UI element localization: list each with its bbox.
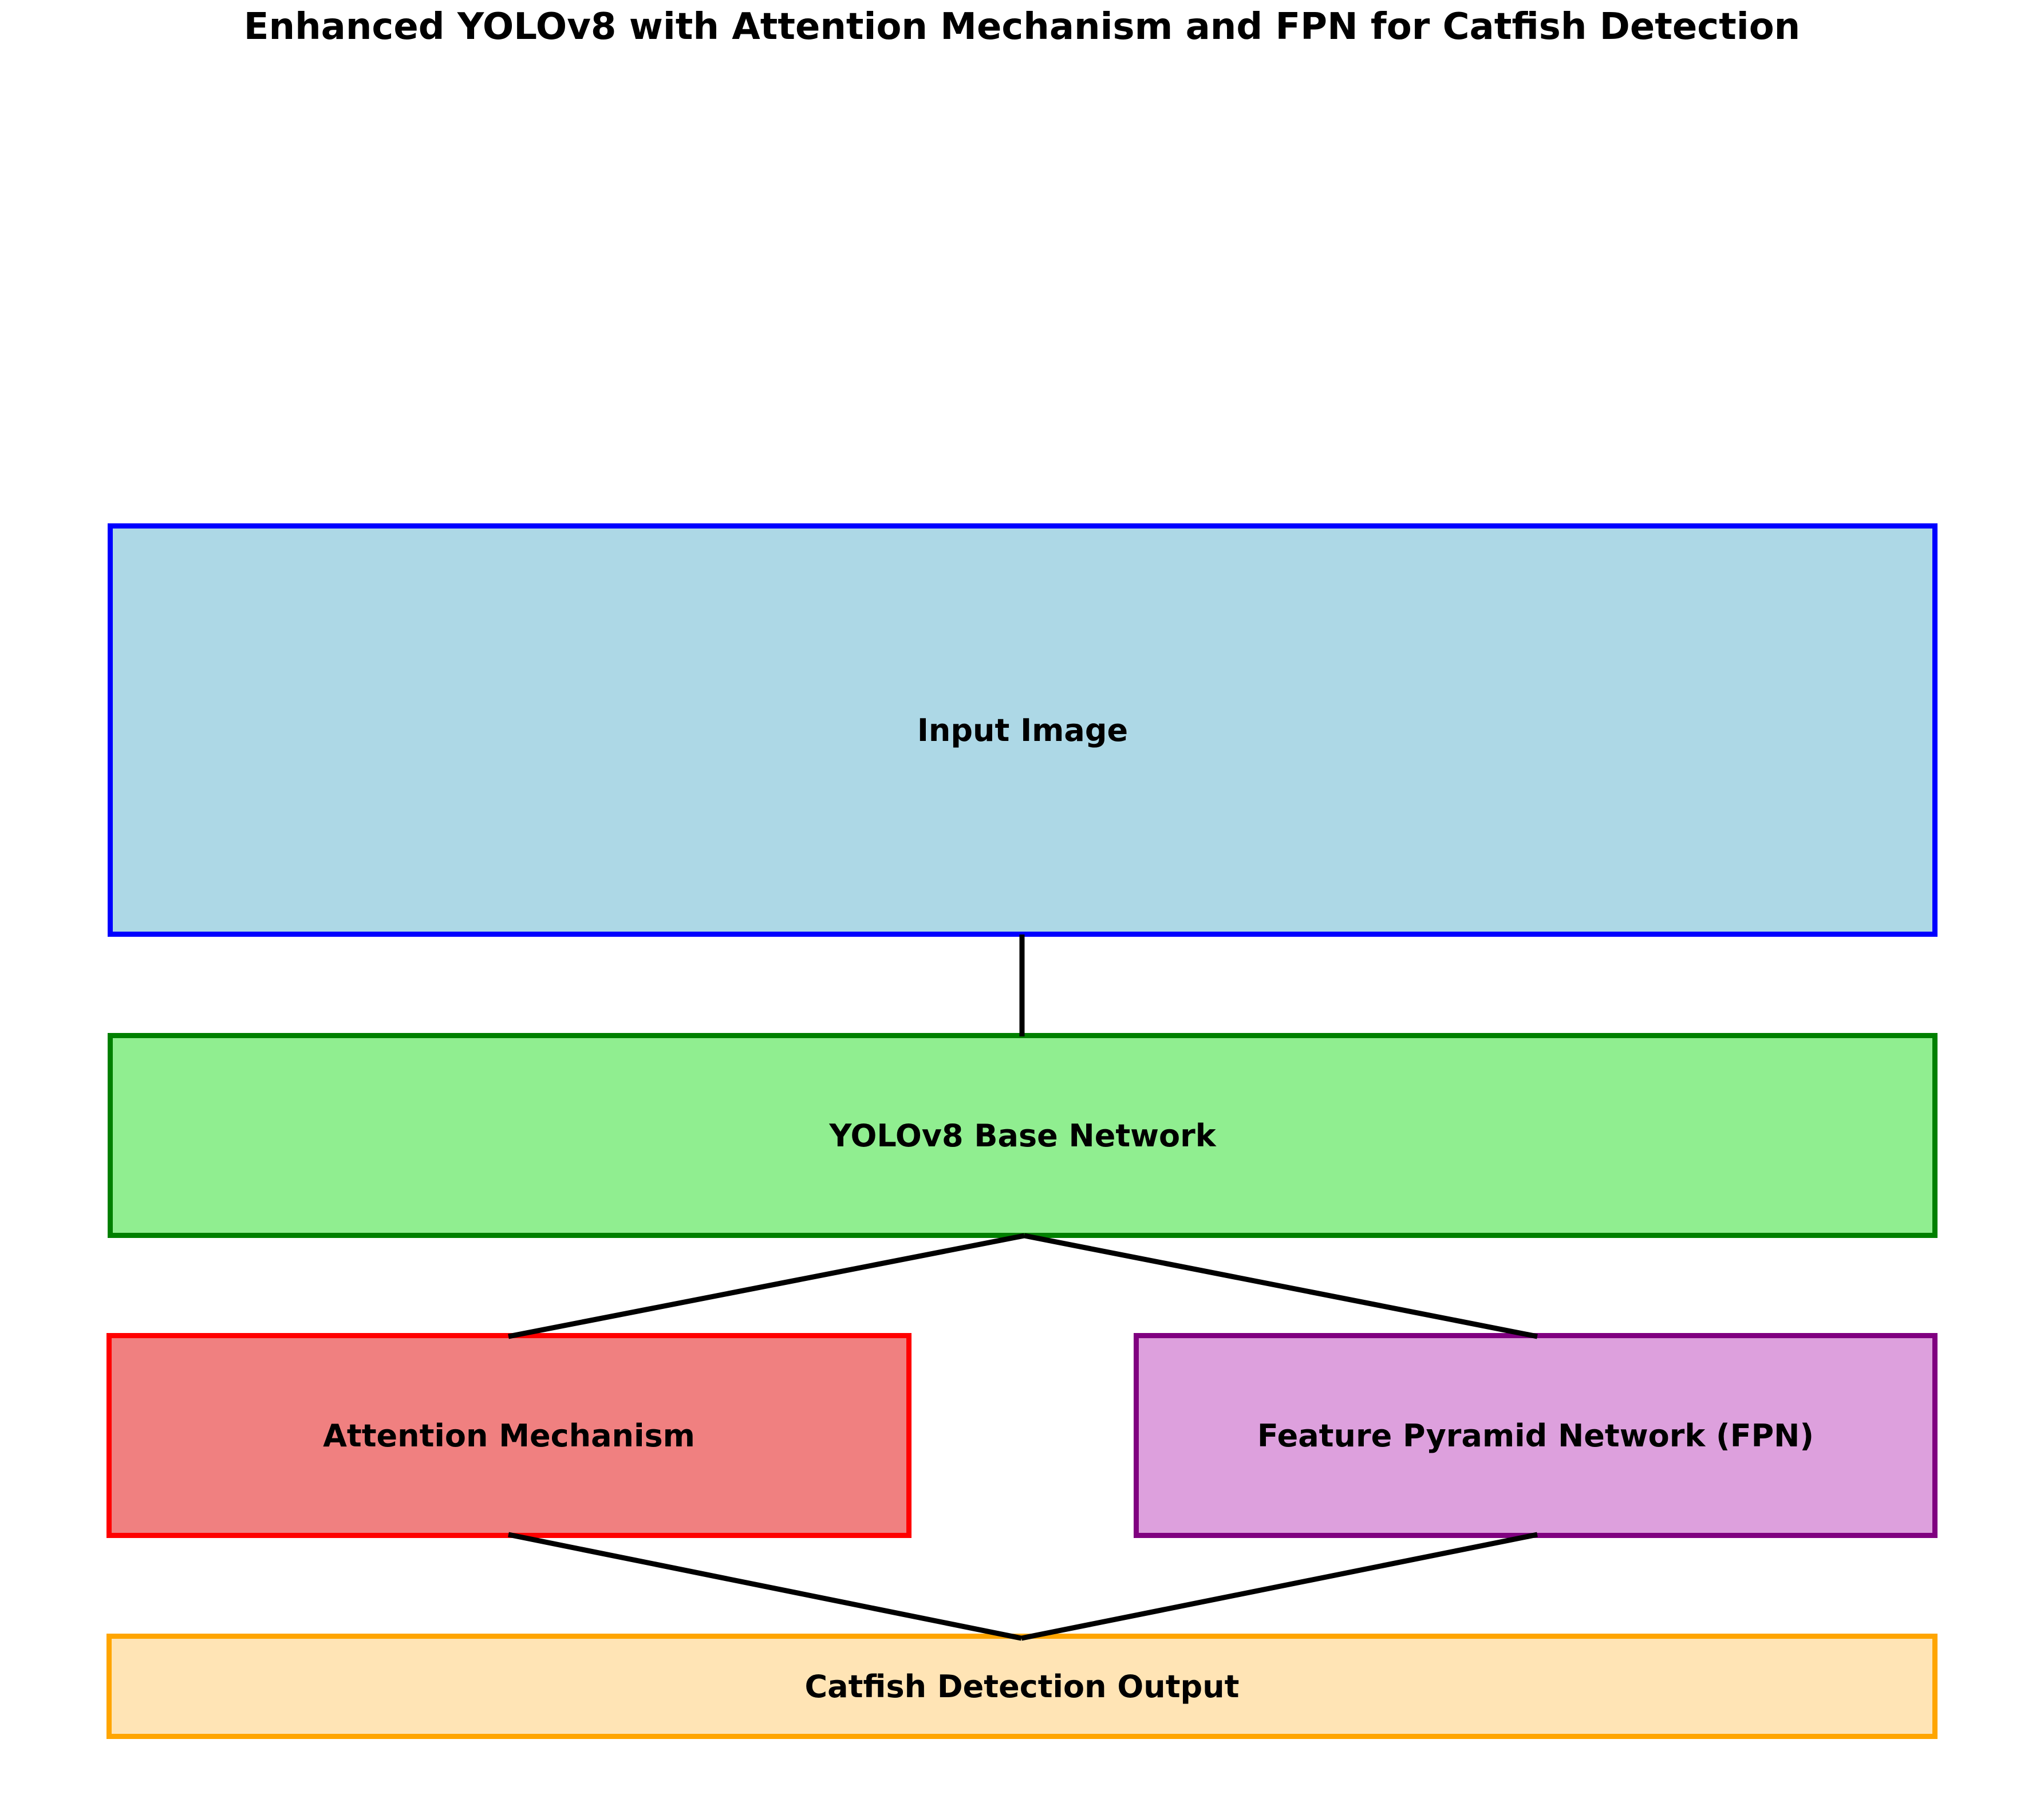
node-input-image: Input Image [108, 523, 1938, 937]
connector-attention-to-output [508, 1532, 1022, 1641]
node-label-catfish-detection-output: Catfish Detection Output [804, 1668, 1240, 1705]
connector-fpn-to-output [1021, 1532, 1538, 1641]
node-label-input-image: Input Image [917, 712, 1128, 748]
node-feature-pyramid-network: Feature Pyramid Network (FPN) [1134, 1333, 1938, 1538]
node-catfish-detection-output: Catfish Detection Output [106, 1634, 1938, 1739]
node-attention-mechanism: Attention Mechanism [106, 1333, 911, 1538]
connector-backbone-to-attention [508, 1233, 1025, 1339]
node-label-attention-mechanism: Attention Mechanism [323, 1417, 695, 1454]
node-label-feature-pyramid-network: Feature Pyramid Network (FPN) [1257, 1417, 1814, 1454]
node-yolov8-base-network: YOLOv8 Base Network [108, 1033, 1938, 1238]
connector-backbone-to-fpn [1024, 1233, 1538, 1339]
node-label-yolov8-base-network: YOLOv8 Base Network [829, 1117, 1216, 1154]
diagram-title: Enhanced YOLOv8 with Attention Mechanism… [243, 6, 1801, 48]
